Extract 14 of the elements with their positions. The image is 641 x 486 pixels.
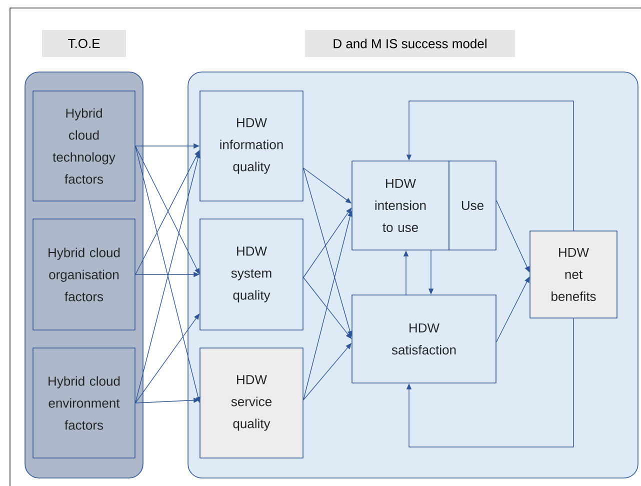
construct-box: Use: [448, 160, 496, 250]
arrow: [496, 200, 530, 272]
factor-box: Hybrid cloud environment factors: [32, 348, 136, 458]
arrow: [406, 318, 574, 448]
construct-box: HDW system quality: [200, 218, 304, 330]
panel-heading: D and M IS success model: [305, 30, 515, 57]
construct-box: HDW service quality: [200, 348, 304, 458]
arrow: [496, 276, 530, 342]
construct-box: HDW satisfaction: [352, 294, 496, 384]
factor-box: Hybrid cloud technology factors: [32, 90, 136, 202]
factor-box: Hybrid cloud organisation factors: [32, 218, 136, 330]
construct-box: HDW information quality: [200, 90, 304, 202]
panel-heading: T.O.E: [42, 30, 126, 57]
construct-box: HDW net benefits: [530, 230, 618, 318]
